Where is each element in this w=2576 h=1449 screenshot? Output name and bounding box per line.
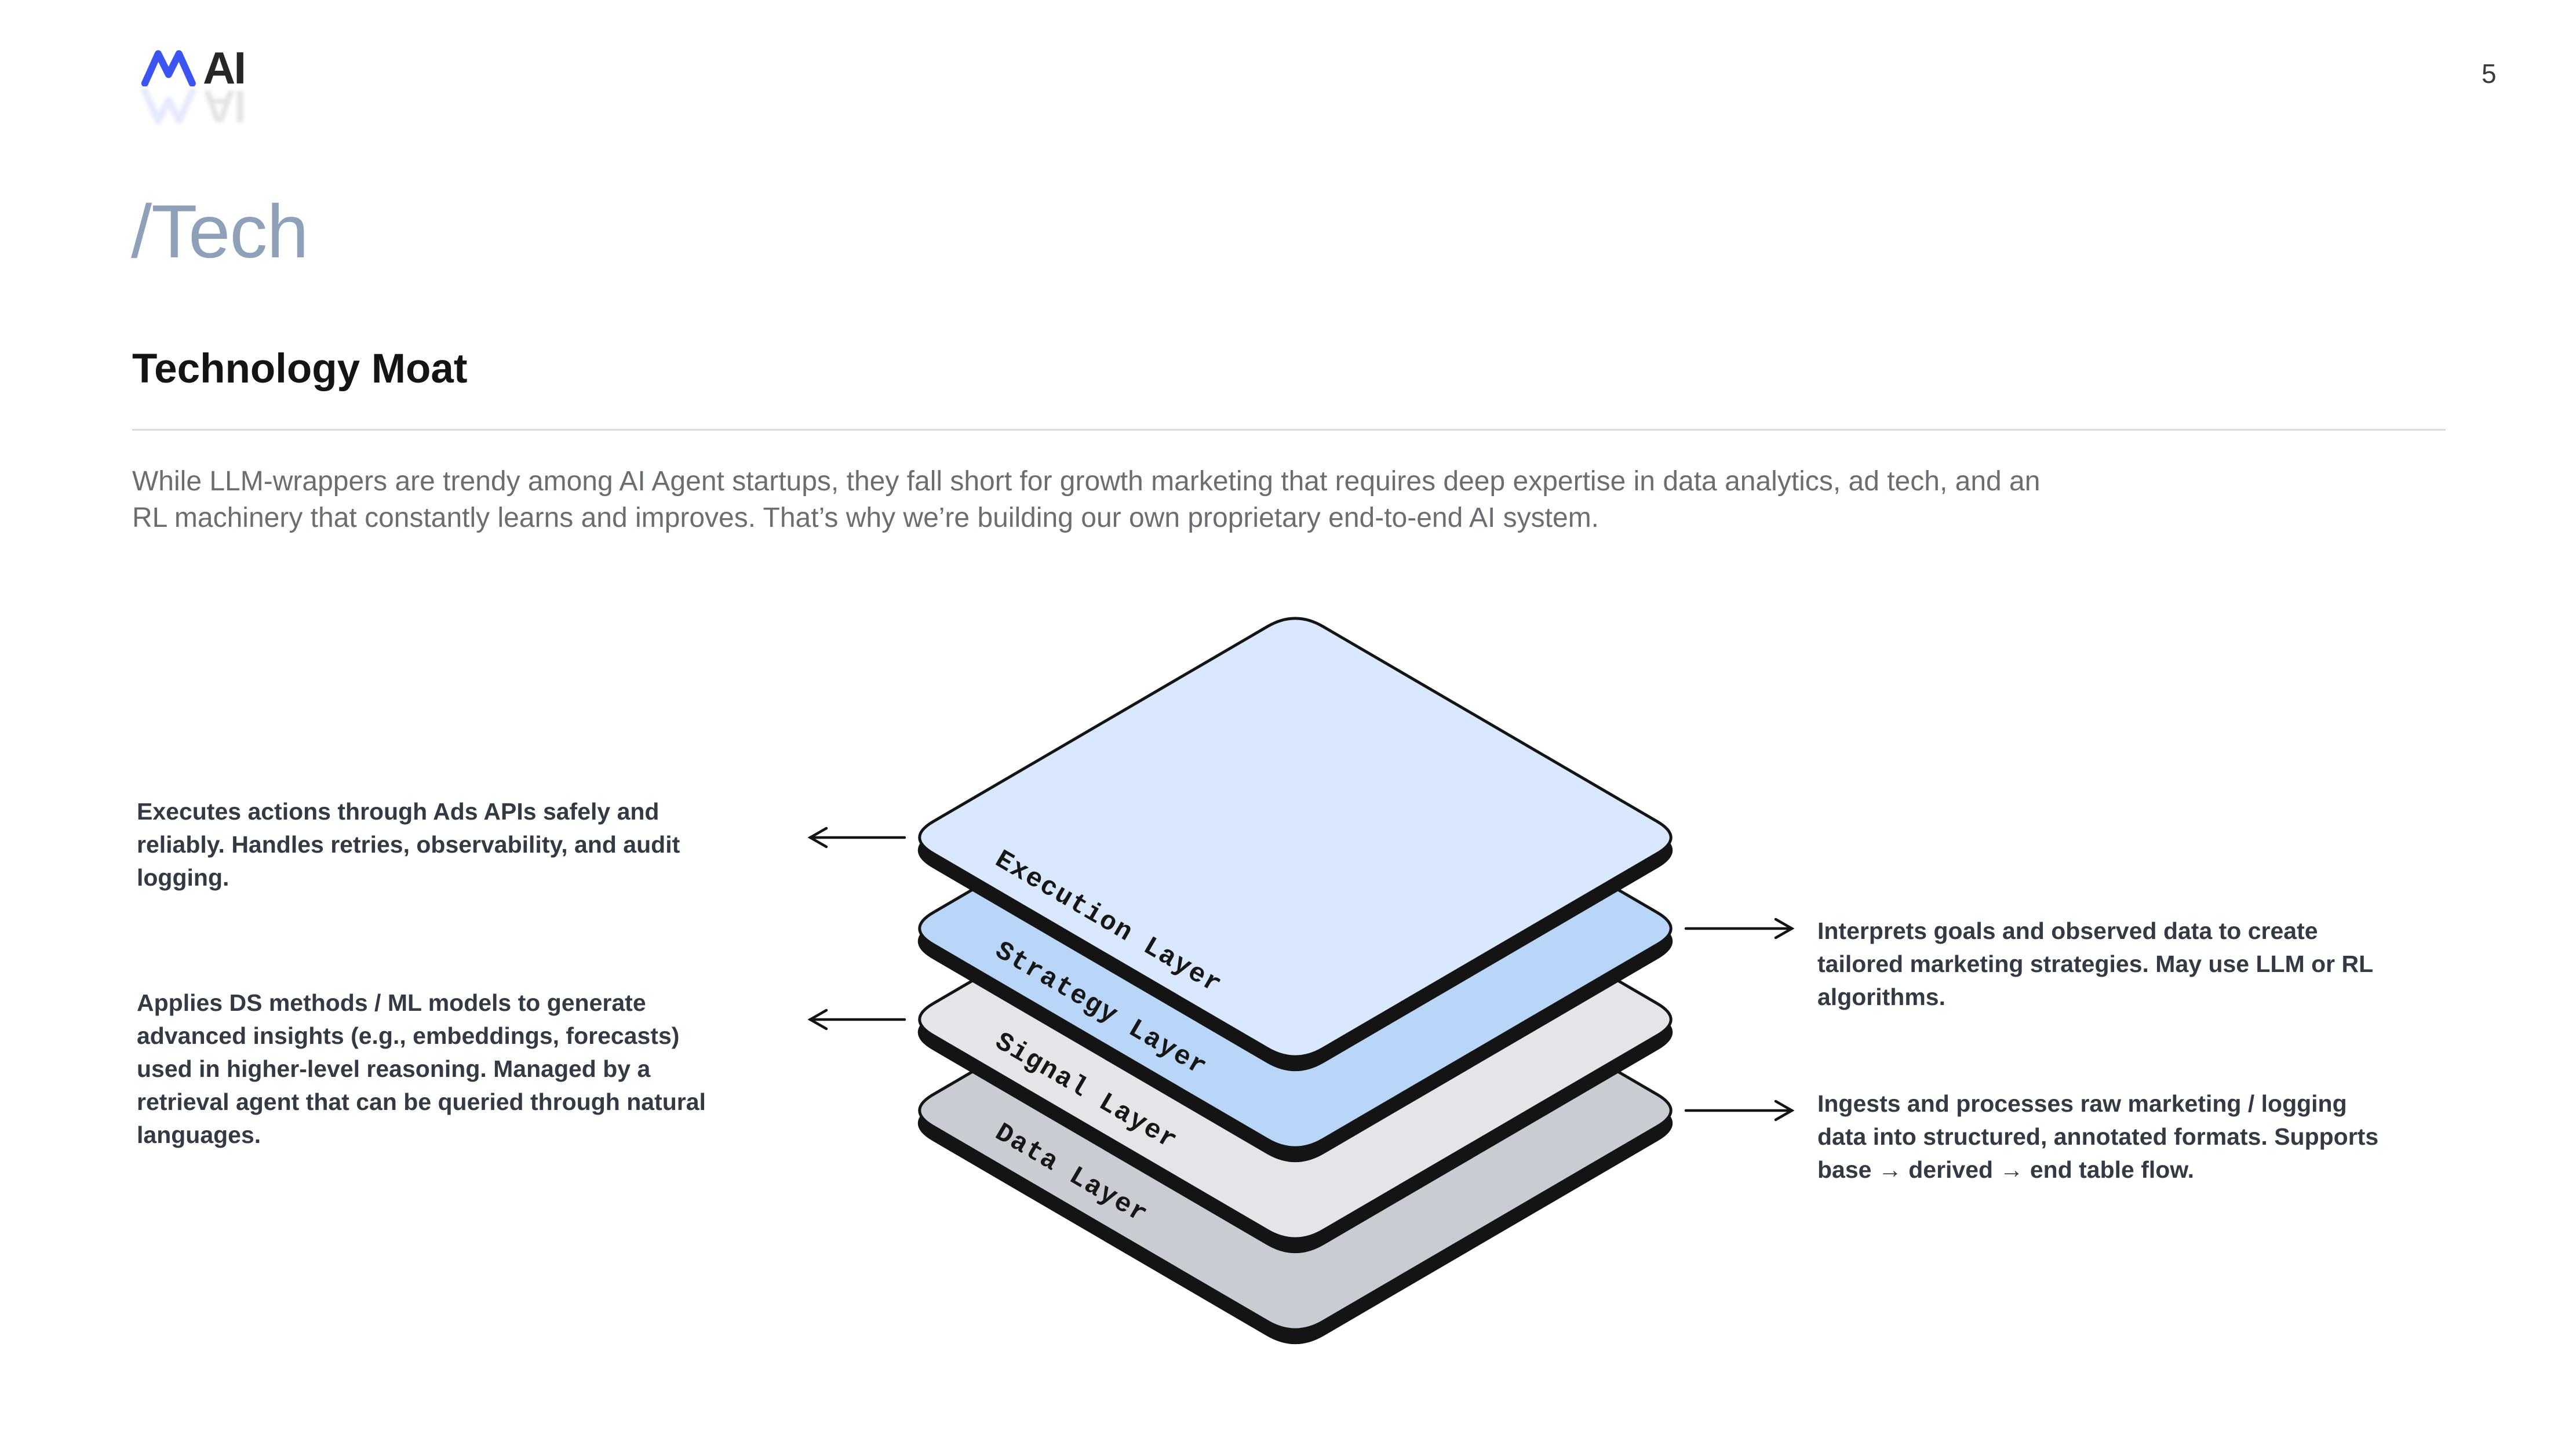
page-number: 5: [2482, 59, 2497, 89]
text-line: base → derived → end table flow.: [1817, 1156, 2195, 1183]
text-line: While LLM-wrappers are trendy among AI A…: [132, 466, 2041, 497]
annotation-signal-layer: Applies DS methods / ML models to genera…: [137, 986, 706, 1152]
text-line: algorithms.: [1817, 984, 1945, 1010]
text-line: used in higher-level reasoning. Managed …: [137, 1055, 651, 1082]
logo: AI: [141, 42, 246, 93]
text-line: reliably. Handles retries, observability…: [137, 831, 680, 858]
text-line: RL machinery that constantly learns and …: [132, 503, 1599, 533]
text-line: languages.: [137, 1122, 261, 1148]
text-line: retrieval agent that can be queried thro…: [137, 1088, 706, 1115]
text-line: advanced insights (e.g., embeddings, for…: [137, 1022, 680, 1049]
page-title: Technology Moat: [132, 346, 468, 392]
text-line: tailored marketing strategies. May use L…: [1817, 951, 2374, 977]
annotation-strategy-layer: Interprets goals and observed data to cr…: [1817, 915, 2373, 1014]
text-line: Applies DS methods / ML models to genera…: [137, 989, 646, 1016]
connector-arrow: [807, 827, 906, 849]
mountain-m-mark-icon: [141, 50, 196, 86]
text-line: Executes actions through Ads APIs safely…: [137, 798, 660, 825]
text-line: Interprets goals and observed data to cr…: [1817, 918, 2318, 944]
connector-arrow: [1684, 918, 1795, 940]
connector-arrow: [1684, 1100, 1795, 1122]
text-line: Ingests and processes raw marketing / lo…: [1817, 1090, 2347, 1117]
connector-arrow: [807, 1009, 906, 1031]
divider: [132, 429, 2446, 431]
annotation-data-layer: Ingests and processes raw marketing / lo…: [1817, 1087, 2378, 1186]
text-line: data into structured, annotated formats.…: [1817, 1123, 2379, 1150]
logo-text: AI: [203, 42, 246, 93]
text-line: logging.: [137, 864, 229, 891]
intro-paragraph: While LLM-wrappers are trendy among AI A…: [132, 463, 2040, 536]
layer-face-execution-layer: [918, 617, 1673, 1058]
annotation-execution-layer: Executes actions through Ads APIs safely…: [137, 795, 680, 894]
section-title: /Tech: [131, 189, 309, 274]
